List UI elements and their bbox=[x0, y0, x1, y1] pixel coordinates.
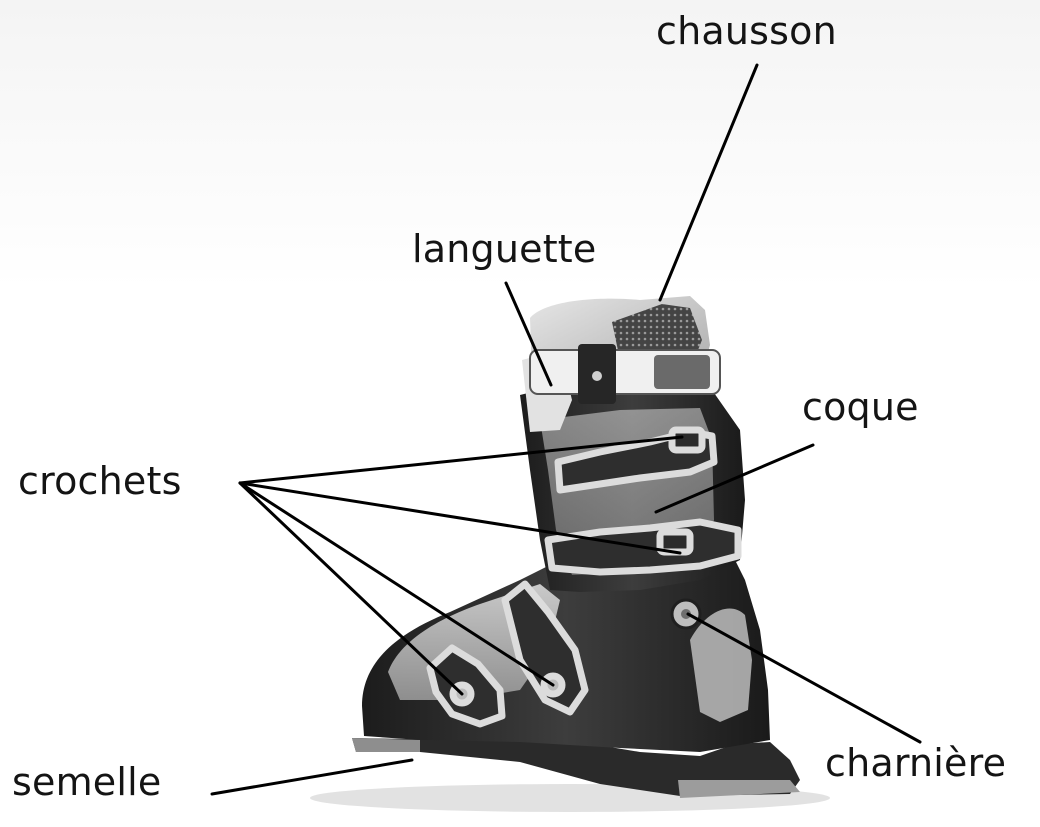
leader-line-crochet-4 bbox=[240, 483, 462, 694]
label-crochets: crochets bbox=[18, 462, 182, 500]
leader-line-chausson bbox=[660, 65, 757, 300]
strap-rivet bbox=[592, 371, 602, 381]
label-coque: coque bbox=[802, 388, 919, 426]
label-chausson: chausson bbox=[656, 12, 837, 50]
sole-pad bbox=[352, 738, 420, 752]
strap-velcro bbox=[654, 355, 710, 389]
label-languette: languette bbox=[412, 230, 597, 268]
label-semelle: semelle bbox=[12, 763, 161, 801]
label-charniere: charnière bbox=[825, 744, 1006, 782]
